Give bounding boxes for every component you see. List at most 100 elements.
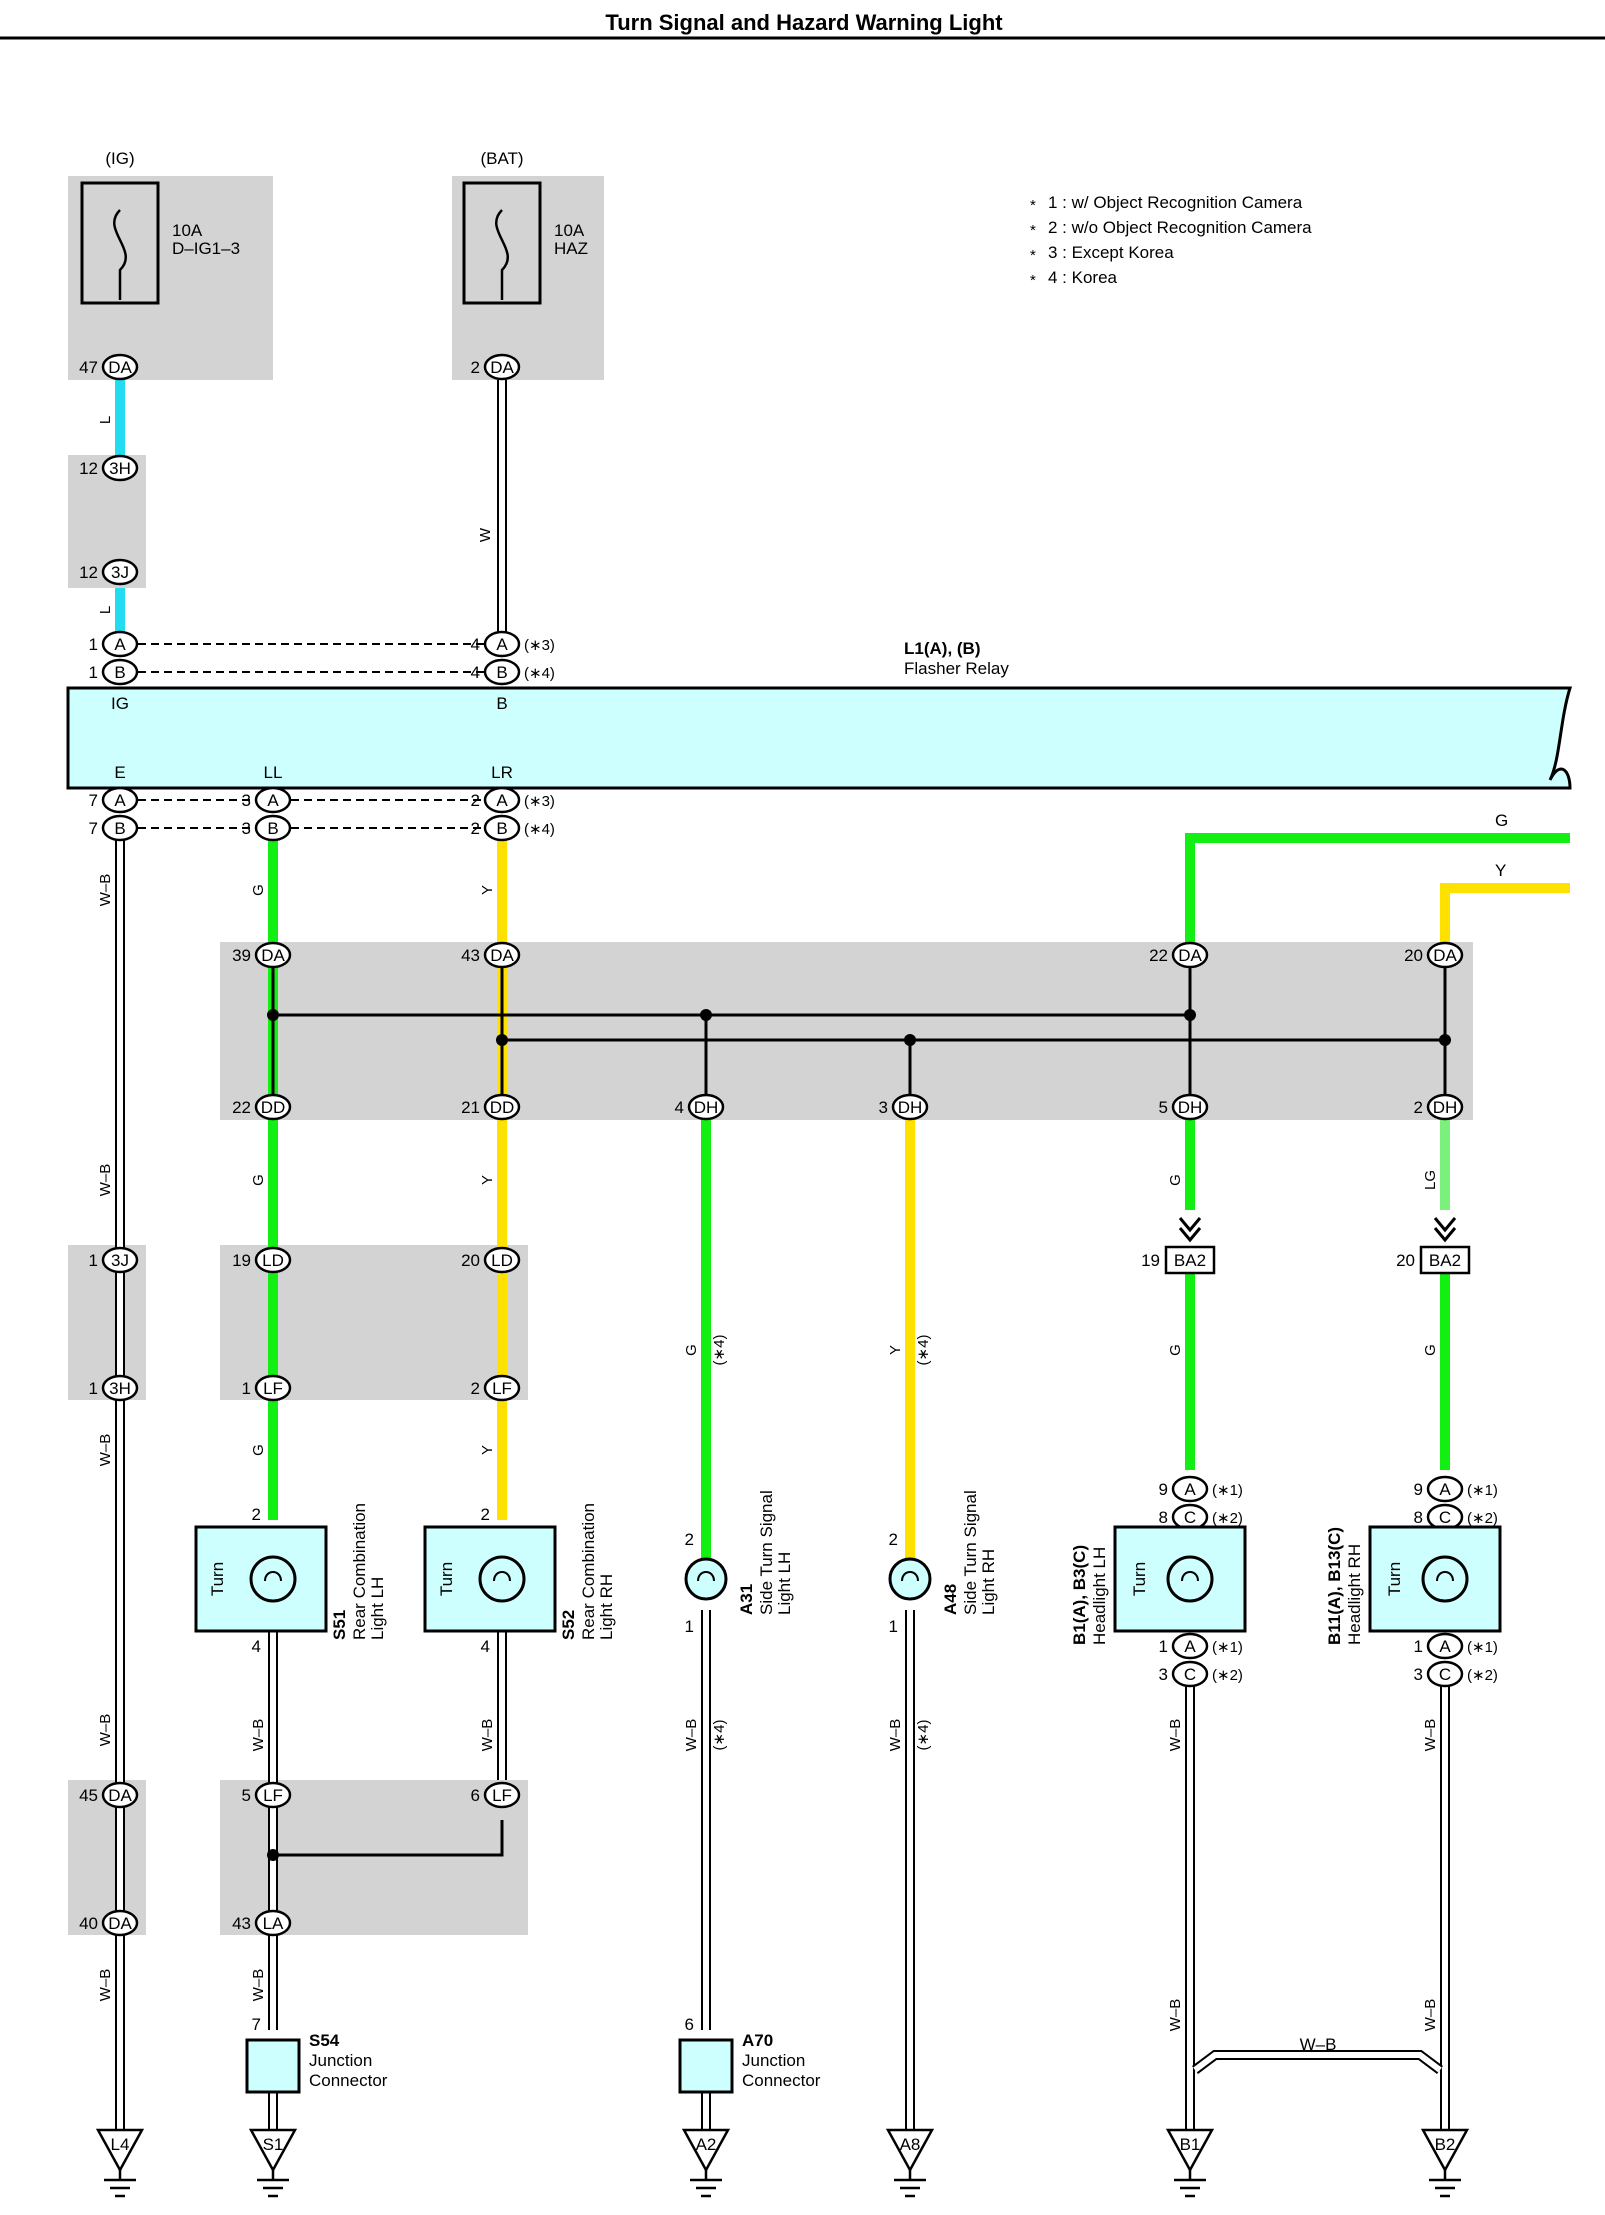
connector-id: DH: [694, 1098, 719, 1117]
splice-dot: [267, 1849, 279, 1861]
connector-pin-note: (∗3): [524, 637, 555, 654]
note-symbol-4: *: [1030, 272, 1036, 289]
connector-pin-outline: [254, 1246, 292, 1274]
connector-pin-outline: [483, 658, 521, 686]
component-ref: S52: [559, 1610, 578, 1640]
wire-color-label: G: [1422, 1344, 1439, 1356]
connector-pin-outline: [1171, 1475, 1209, 1503]
connector-pin-outline: [254, 1093, 292, 1121]
connector-pin: A7: [89, 786, 139, 814]
bulb-filament: [493, 1571, 511, 1582]
connector-pin-number: 5: [242, 1786, 251, 1805]
connector-pin: 3H1: [89, 1374, 139, 1402]
connector-pin: DH3: [879, 1093, 929, 1121]
connector-pin-outline: [1426, 941, 1464, 969]
fuse-haz-connector: DA2: [471, 353, 521, 381]
connector-pin-number: 2: [1414, 1098, 1423, 1117]
junction-connector-body: [245, 2038, 301, 2094]
component-inner-label: Turn: [437, 1562, 456, 1596]
wire-color-label: W–B: [479, 1719, 496, 1752]
connector-pin: DH 4: [675, 1093, 725, 1121]
wire-color-label: Y: [479, 1445, 496, 1455]
ground-triangle: [248, 2128, 298, 2173]
ground-label: A2: [696, 2135, 717, 2154]
junction-connector-pin: 6: [685, 2015, 694, 2034]
headlight-pin: C8(∗2): [1414, 1503, 1498, 1531]
connector-pin: LF1: [242, 1374, 292, 1402]
component-ref: B11(A), B13(C): [1325, 1527, 1344, 1645]
connector-pin-outline: [483, 1246, 521, 1274]
relay-term-lr: LR: [491, 763, 513, 782]
connector-id: LF: [263, 1379, 283, 1398]
connector-pin-number: 43: [461, 946, 480, 965]
ground-triangle: [885, 2128, 935, 2173]
component-pin: 4: [481, 1637, 490, 1656]
connector-pin-number: 4: [675, 1098, 684, 1117]
fuse-haz-name: HAZ: [554, 239, 588, 258]
connector-id: DA: [1178, 946, 1202, 965]
ground-symbol: [1174, 2170, 1206, 2198]
connector-pin-outline: [1426, 1660, 1464, 1688]
connector-id: DD: [261, 1098, 286, 1117]
connector-id: A: [267, 791, 279, 810]
wire-g-front: [1185, 833, 1570, 942]
junction-connector-name: Junction: [309, 2051, 372, 2070]
connector-pin-note: (∗2): [1212, 1510, 1243, 1527]
component-name: Headlight LH: [1090, 1547, 1109, 1645]
connector-pin-number: 4: [471, 635, 480, 654]
note-3: 3 : Except Korea: [1048, 243, 1174, 262]
connector-pin-number: 2: [471, 358, 480, 377]
component-pin: 1: [889, 1617, 898, 1636]
pin-note: (∗4): [915, 1335, 932, 1366]
connector-pin-number: 2: [471, 819, 480, 838]
connector-id: 3J: [111, 563, 129, 582]
wire-color-label: W–B: [887, 1719, 904, 1752]
connector-pin-outline: [101, 1246, 139, 1274]
connector-pin-number: 1: [89, 635, 98, 654]
ground-label: B1: [1180, 2135, 1201, 2154]
connector-pin-number: 45: [79, 1786, 98, 1805]
wire-color-label: L: [97, 416, 114, 424]
ground-symbol: [257, 2170, 289, 2198]
bulb-filament: [264, 1571, 282, 1582]
connector-id: B: [267, 819, 278, 838]
component-ref: A31: [737, 1584, 756, 1615]
connector-id: 3H: [109, 459, 131, 478]
bulb-icon: [1421, 1555, 1469, 1603]
connector-id: A: [1184, 1637, 1196, 1656]
wire-color-label-wb: W–B: [1300, 2035, 1337, 2054]
connector-pin-number: 2: [471, 1379, 480, 1398]
connector-pin-outline: [254, 1781, 292, 1809]
connector-pin-outline: [254, 814, 292, 842]
connector-pin-number: 3: [879, 1098, 888, 1117]
connector-pin-number: 3: [242, 819, 251, 838]
connector-pin-note: (∗1): [1467, 1482, 1498, 1499]
connector-pin-number: 43: [232, 1914, 251, 1933]
connector-id: A: [1439, 1637, 1451, 1656]
connector-pin: LF6: [471, 1781, 521, 1809]
pin-note: (∗4): [711, 1720, 728, 1751]
component-pin: 2: [252, 1505, 261, 1524]
wire-color-label: Y: [479, 885, 496, 895]
note-4: 4 : Korea: [1048, 268, 1118, 287]
connector-pin-number: 39: [232, 946, 251, 965]
connector-pin-outline: [101, 658, 139, 686]
wire-color-label: W–B: [683, 1719, 700, 1752]
bulb-filament: [1181, 1571, 1199, 1582]
connector-pin-outline: [483, 1093, 521, 1121]
component-ref: A48: [941, 1584, 960, 1615]
connector-pin: B2(∗4): [471, 814, 555, 842]
connector-pin-number: 20: [1396, 1251, 1415, 1270]
wire-color-label: G: [1167, 1174, 1184, 1186]
fuse-ig-source: (IG): [105, 149, 134, 168]
diagram-title: Turn Signal and Hazard Warning Light: [605, 10, 1003, 35]
connector-id: DA: [108, 358, 132, 377]
